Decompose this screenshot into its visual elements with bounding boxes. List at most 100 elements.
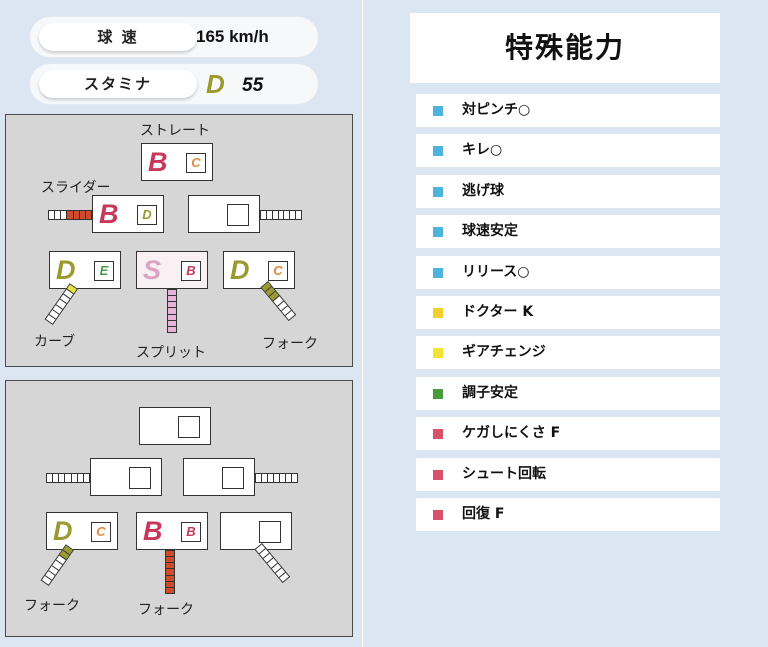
bar-segment [65,474,72,482]
pitch-bar-left-down [40,544,74,587]
ability-color-marker [433,227,443,238]
pitch-grade: D [53,516,73,546]
bar-segment [166,575,174,582]
bar-segment [85,211,91,219]
bar-segment [166,569,174,576]
pitch-sub-grade: B [181,522,201,542]
ability-item[interactable]: 逃げ球 [416,174,720,208]
pitch-label-split: スプリット [136,345,206,361]
ability-label: 対ピンチ○ [462,102,531,118]
bar-segment [267,211,273,219]
ability-item[interactable]: ケガしにくさ F [416,417,720,451]
pitch-bar-shoot [260,210,302,220]
speed-label: 球 速 [39,23,197,51]
ability-color-marker [433,308,443,318]
pitch-box-curve[interactable]: D E [49,251,121,289]
ability-color-marker [433,388,443,399]
bar-segment [268,474,274,482]
pitch-box-fork-left-down[interactable]: D C [46,512,118,550]
bar-segment [168,302,176,309]
bar-segment [280,474,286,482]
pitch-box-right-down-empty[interactable] [220,512,292,550]
pitch-box-left-empty[interactable] [90,458,162,496]
pitch-box-straight-empty[interactable] [139,407,211,445]
pitch-bar-slider [48,210,92,220]
bar-segment [61,211,68,219]
bar-segment [168,308,176,315]
pitch-box-fork[interactable]: D C [223,251,295,289]
bar-segment [78,474,84,482]
bar-segment [273,211,279,219]
pitch-grade: D [230,255,250,285]
ability-label: 球速安定 [462,223,518,240]
bar-segment [166,587,174,593]
pitch-box-right-empty[interactable] [183,458,255,496]
ability-item[interactable]: 調子安定 [416,376,720,410]
pitch-chart-2: D C フォーク B B フォーク [5,380,353,637]
ability-color-marker [433,106,443,116]
bar-segment [261,211,267,219]
pitch-sub-grade: C [186,153,206,173]
pitch-box-shoot-empty[interactable] [188,195,260,233]
bar-segment [59,474,66,482]
ability-label: ケガしにくさ F [462,425,561,442]
ability-item[interactable]: 対ピンチ○ [416,94,720,127]
bar-segment [296,211,301,219]
bar-segment [72,474,78,482]
pitch-chart-1: ストレート B C スライダー B D D E カーブ S B スプリット [5,114,353,367]
bar-segment [49,211,56,219]
pitch-box-fork-down[interactable]: B B [136,512,208,550]
ability-item[interactable]: 球速安定 [416,215,720,249]
ability-label: ドクター K [462,304,534,320]
pitch-grade: B [99,199,119,229]
ability-item[interactable]: シュート回転 [416,457,720,491]
bar-segment [166,581,174,588]
pitch-box-split[interactable]: S B [136,251,208,289]
ability-color-marker [433,267,443,278]
pitch-bar-down [165,550,175,594]
bar-segment [168,296,176,303]
bar-segment [79,211,86,219]
bar-segment [256,474,262,482]
bar-segment [168,290,176,297]
pitch-label-straight: ストレート [140,123,210,139]
pitch-label-down: フォーク [138,602,194,618]
speed-stat: 球 速 165 km/h [30,17,318,57]
ability-item[interactable]: 回復 F [416,498,720,531]
ability-color-marker [433,186,443,197]
pitch-box-straight[interactable]: B C [141,143,213,181]
ability-label: リリース○ [462,263,530,280]
bar-segment [286,474,292,482]
bar-segment [166,557,174,564]
ability-item[interactable]: ギアチェンジ [416,336,720,370]
ability-item[interactable]: キレ○ [416,134,720,168]
bar-segment [262,474,268,482]
ability-color-marker [433,469,443,480]
ability-label: キレ○ [462,142,503,159]
bar-segment [168,326,176,332]
bar-segment [279,211,285,219]
ability-label: 調子安定 [462,384,518,401]
pitch-label-left-down: フォーク [24,598,80,614]
pitcher-stats-panel: 球 速 165 km/h スタミナ D 55 ストレート B C スライダー B… [0,0,362,647]
pitch-empty-slot [227,204,249,226]
ability-label: ギアチェンジ [462,344,546,361]
bar-segment [67,211,74,219]
pitch-label-fork: フォーク [262,336,318,352]
ability-item[interactable]: ドクター K [416,296,720,329]
pitch-empty-slot [222,467,244,489]
pitch-sub-grade: C [91,522,111,542]
ability-label: シュート回転 [462,465,546,482]
pitch-sub-grade: B [181,261,201,281]
speed-value: 165 km/h [196,27,269,46]
bar-segment [73,211,80,219]
pitch-label-curve: カーブ [34,334,76,350]
bar-segment [166,563,174,570]
ability-item[interactable]: リリース○ [416,255,720,289]
pitch-bar-right [255,473,298,483]
pitch-grade: B [143,516,163,546]
ability-color-marker [433,510,443,520]
ability-label: 逃げ球 [462,182,504,199]
pitch-box-slider[interactable]: B D [92,195,164,233]
